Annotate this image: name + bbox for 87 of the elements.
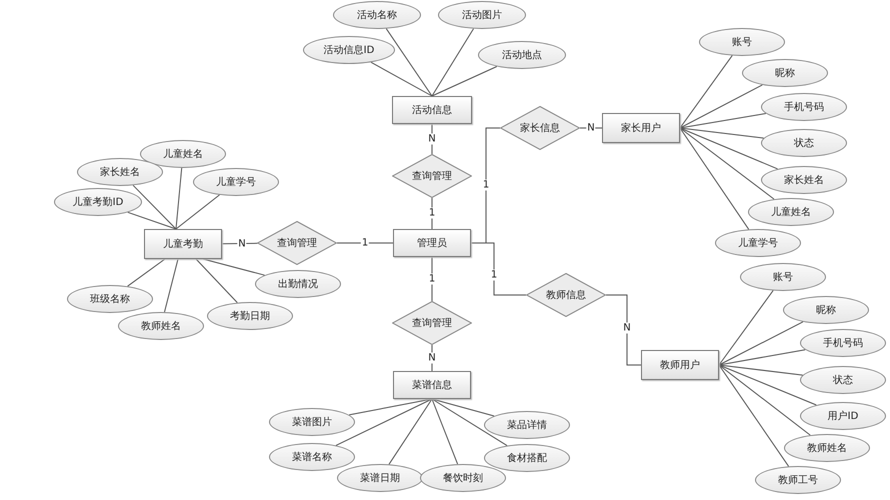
connector-line <box>164 258 178 312</box>
connector-line <box>680 128 764 139</box>
attribute-ellipse: 教师姓名 <box>118 312 204 340</box>
entity-box: 管理员 <box>393 229 471 257</box>
connector-line <box>718 349 806 366</box>
attribute-ellipse: 状态 <box>761 129 847 157</box>
entity-box: 活动信息 <box>392 96 472 124</box>
connector-line <box>432 66 498 96</box>
attribute-ellipse: 活动名称 <box>333 1 421 29</box>
relationship-diamond: 查询管理 <box>257 221 337 265</box>
connector-line <box>718 364 817 406</box>
attribute-ellipse: 菜谱图片 <box>269 408 355 436</box>
attribute-ellipse: 餐饮时刻 <box>420 464 506 492</box>
connector-line <box>432 28 474 96</box>
attribute-ellipse: 用户ID <box>800 402 886 430</box>
entity-box: 菜谱信息 <box>393 371 471 399</box>
attribute-ellipse: 考勤日期 <box>207 302 293 330</box>
attribute-ellipse: 手机号码 <box>800 329 886 357</box>
entity-box: 教师用户 <box>641 350 719 380</box>
cardinality-label: N <box>586 122 596 134</box>
connector-line <box>680 84 763 128</box>
cardinality-label: 1 <box>482 180 490 190</box>
attribute-ellipse: 班级名称 <box>67 285 153 313</box>
connector-line <box>176 168 182 230</box>
relationship-diamond: 查询管理 <box>392 154 472 198</box>
attribute-ellipse: 儿童学号 <box>715 229 801 257</box>
relationship-diamond: 查询管理 <box>392 301 472 345</box>
attribute-ellipse: 菜谱日期 <box>337 464 423 492</box>
attribute-ellipse: 儿童考勤ID <box>54 188 142 216</box>
connector-line <box>348 398 432 416</box>
attribute-ellipse: 儿童学号 <box>193 168 279 196</box>
relationship-diamond: 家长信息 <box>500 106 580 150</box>
connector-line <box>202 258 266 276</box>
connector-line <box>680 128 750 230</box>
connector-line <box>680 113 766 128</box>
connector-line <box>388 398 432 465</box>
connector-line <box>370 62 432 96</box>
attribute-ellipse: 家长姓名 <box>77 158 163 186</box>
cardinality-label: N <box>622 322 632 334</box>
connector-line <box>432 398 495 416</box>
connector-line <box>718 290 774 366</box>
connector-line <box>176 194 220 230</box>
cardinality-label: 1 <box>428 208 436 218</box>
connector-line <box>432 398 458 465</box>
attribute-ellipse: 昵称 <box>783 296 869 324</box>
attribute-ellipse: 活动信息ID <box>303 36 395 64</box>
attribute-ellipse: 手机号码 <box>761 93 847 121</box>
connector-line <box>132 184 176 230</box>
attribute-ellipse: 教师姓名 <box>784 434 870 462</box>
attribute-ellipse: 活动地点 <box>478 41 566 69</box>
attribute-ellipse: 出勤情况 <box>255 270 341 298</box>
attribute-ellipse: 活动图片 <box>438 1 526 29</box>
connector-line <box>336 242 394 244</box>
entity-box: 家长用户 <box>602 113 680 143</box>
entity-box: 儿童考勤 <box>144 229 222 259</box>
cardinality-label: 1 <box>360 238 370 248</box>
connector-line <box>680 55 733 128</box>
attribute-ellipse: 账号 <box>699 28 785 56</box>
attribute-ellipse: 教师工号 <box>755 466 841 494</box>
connector-line <box>718 364 790 467</box>
connector-line <box>680 128 774 200</box>
connector-line <box>336 398 432 446</box>
connector-line <box>718 321 804 366</box>
connector-line <box>718 364 811 436</box>
connector-line <box>127 258 166 287</box>
connector-line <box>196 258 238 304</box>
attribute-ellipse: 状态 <box>800 366 886 394</box>
attribute-ellipse: 菜谱名称 <box>269 443 355 471</box>
connector-line <box>680 128 778 170</box>
attribute-ellipse: 菜品详情 <box>484 411 570 439</box>
attribute-ellipse: 账号 <box>740 263 826 291</box>
attribute-ellipse: 儿童姓名 <box>140 140 226 168</box>
attribute-ellipse: 儿童姓名 <box>748 198 834 226</box>
cardinality-label: 1 <box>428 274 436 284</box>
cardinality-label: N <box>427 352 437 364</box>
connector-line <box>127 212 176 230</box>
connector-line <box>432 398 508 446</box>
attribute-ellipse: 昵称 <box>742 59 828 87</box>
connector-line <box>606 294 642 366</box>
connector-line <box>718 364 804 376</box>
connector-line <box>470 242 526 296</box>
cardinality-label: N <box>237 238 247 250</box>
attribute-ellipse: 家长姓名 <box>761 166 847 194</box>
cardinality-label: N <box>427 134 437 144</box>
relationship-diamond: 教师信息 <box>526 273 606 317</box>
cardinality-label: 1 <box>490 270 498 280</box>
attribute-ellipse: 食材搭配 <box>484 444 570 472</box>
